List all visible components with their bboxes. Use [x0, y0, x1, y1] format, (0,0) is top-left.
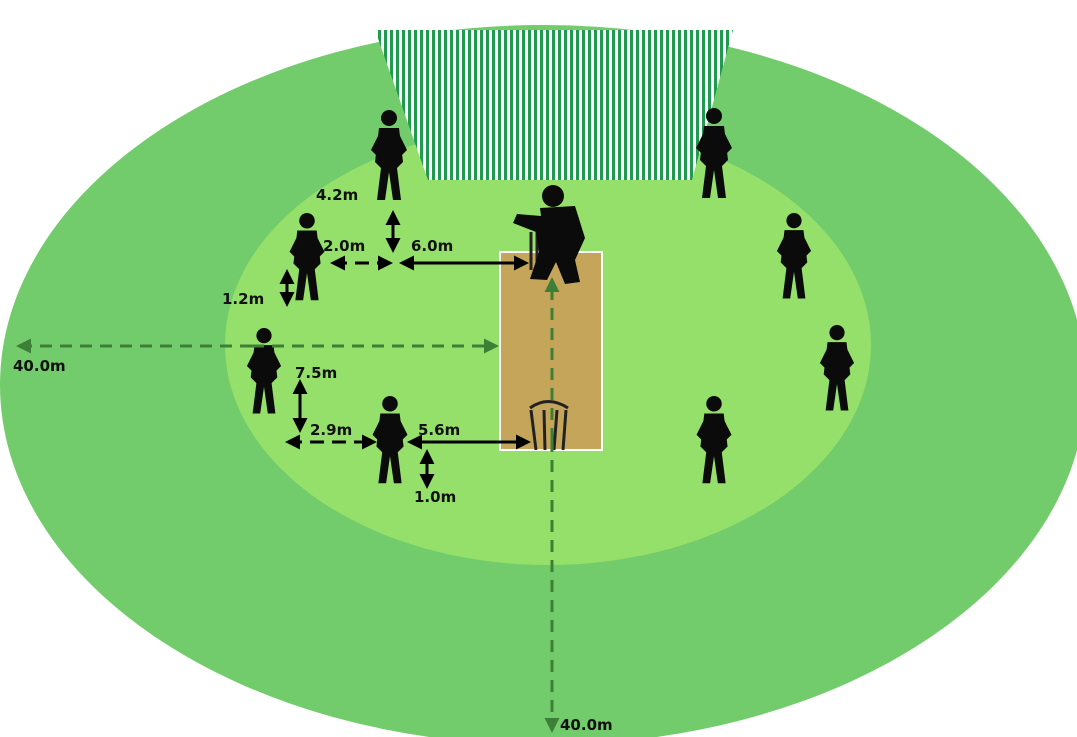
measurement-label-4-2: 4.2m	[316, 186, 358, 204]
measurement-label-5-6: 5.6m	[418, 421, 460, 439]
measurement-label-bottom-boundary: 40.0m	[560, 716, 613, 734]
fielder-top-left	[371, 110, 407, 200]
fielder-right-upper	[776, 213, 812, 299]
batsman-figure	[513, 185, 585, 284]
measurement-label-left-boundary: 40.0m	[13, 357, 66, 375]
stumps-bottom	[529, 400, 569, 451]
fielders	[246, 108, 855, 484]
measurement-label-6-0: 6.0m	[411, 237, 453, 255]
fielder-left-middle	[246, 328, 282, 414]
measurement-label-2-0: 2.0m	[323, 237, 365, 255]
fielder-left-upper	[289, 213, 325, 301]
fielder-top-right	[696, 108, 732, 198]
measurement-label-7-5: 7.5m	[295, 364, 337, 382]
measurement-label-1-0: 1.0m	[414, 488, 456, 506]
fielder-right-middle	[819, 325, 855, 411]
slip-zone-stripes	[375, 30, 733, 180]
measurement-label-1-2: 1.2m	[222, 290, 264, 308]
fielder-bottom-right	[696, 396, 732, 484]
measurement-label-2-9: 2.9m	[310, 421, 352, 439]
